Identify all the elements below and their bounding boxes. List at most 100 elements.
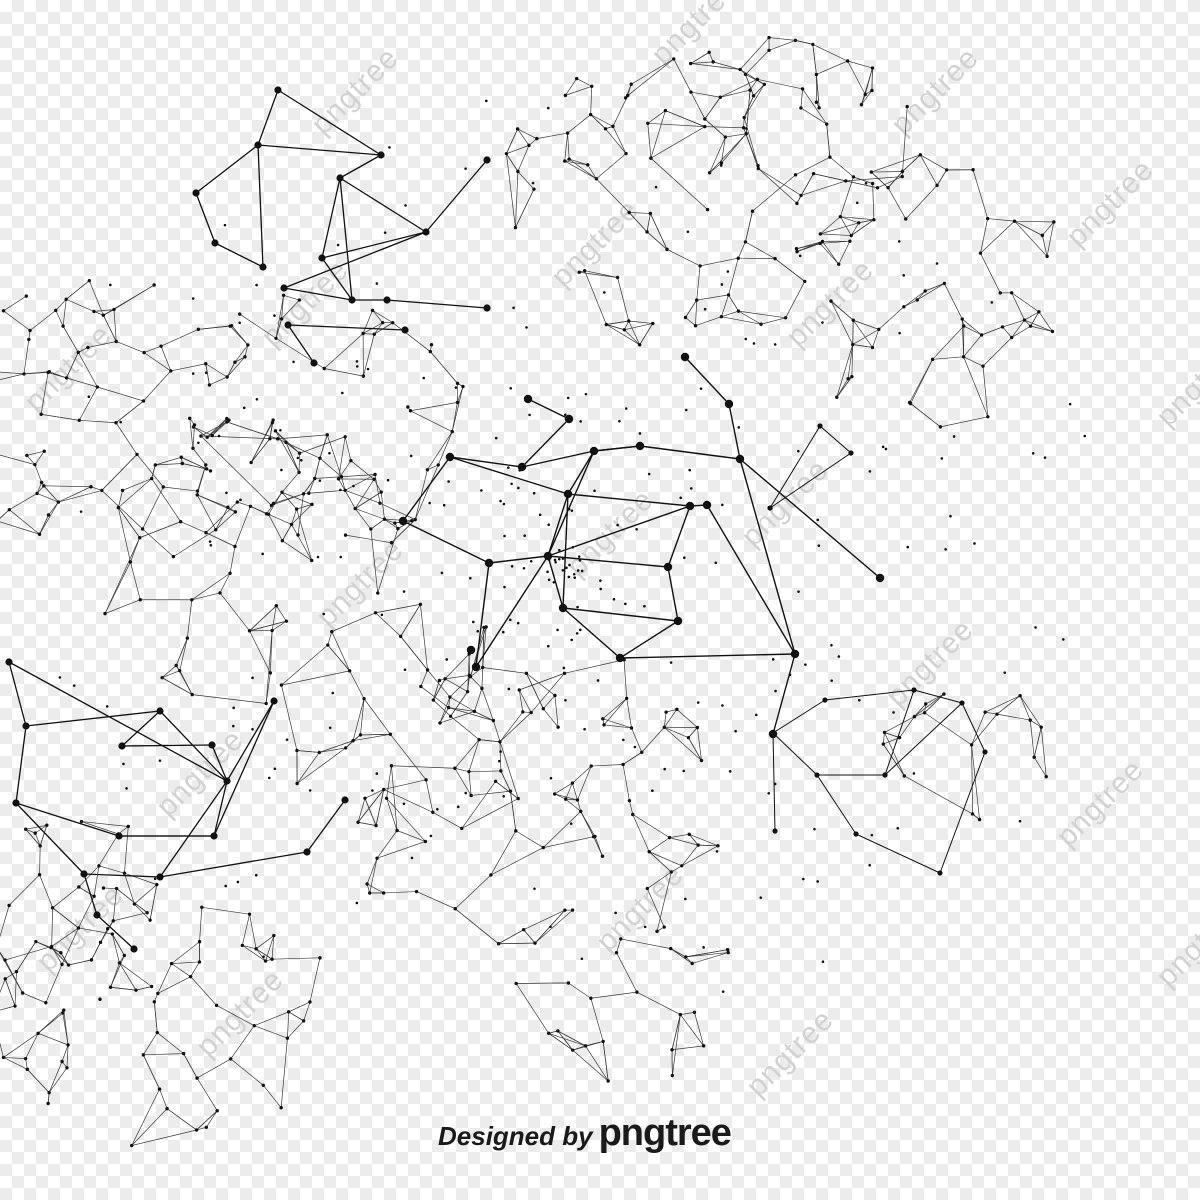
bold-node <box>348 296 356 304</box>
mesh-edge <box>543 708 559 728</box>
mesh-edge <box>721 294 729 317</box>
mesh-edge <box>37 1032 69 1046</box>
dust-particle <box>292 360 295 364</box>
mesh-node <box>938 425 943 429</box>
mesh-node <box>750 209 755 213</box>
mesh-node <box>703 117 707 121</box>
mesh-edge <box>647 871 672 889</box>
mesh-edge <box>230 1025 255 1060</box>
mesh-node <box>429 342 434 347</box>
mesh-edge <box>25 828 36 834</box>
dust-particle <box>726 270 730 273</box>
mesh-edge <box>454 767 470 773</box>
mesh-edge <box>836 344 854 398</box>
mesh-edge <box>816 74 820 108</box>
mesh-node <box>513 225 518 230</box>
mesh-node <box>759 322 763 326</box>
dust-particle <box>339 555 343 559</box>
dust-particle <box>533 887 536 891</box>
mesh-edge <box>25 1033 39 1059</box>
bold-node <box>259 263 267 271</box>
mesh-edge <box>384 518 412 522</box>
mesh-edge <box>183 1053 198 1079</box>
mesh-edge <box>384 518 399 529</box>
dust-particle <box>567 575 571 579</box>
bold-edge <box>547 450 595 557</box>
mesh-edge <box>887 187 907 220</box>
mesh-node <box>838 214 843 219</box>
mesh-node <box>343 533 348 537</box>
bold-edge <box>283 287 353 301</box>
bold-node <box>982 749 988 755</box>
mesh-edge <box>454 739 480 769</box>
dust-particle <box>912 772 916 775</box>
mesh-node <box>514 829 518 833</box>
mesh-edge <box>695 316 722 327</box>
mesh-edge <box>572 1041 604 1051</box>
dust-particle <box>565 566 568 570</box>
mesh-node <box>160 675 164 680</box>
mesh-edge <box>171 961 200 964</box>
mesh-edge <box>802 88 827 125</box>
mesh-edge <box>743 95 754 118</box>
mesh-edge <box>0 373 25 380</box>
dust-particle <box>596 679 600 682</box>
mesh-edge <box>624 329 640 346</box>
mesh-edge <box>101 454 138 491</box>
mesh-edge <box>134 884 158 905</box>
bold-edge <box>121 710 161 747</box>
mesh-edge <box>275 295 284 339</box>
mesh-node <box>235 500 240 504</box>
dust-particle <box>262 955 265 959</box>
mesh-edge <box>181 456 207 470</box>
mesh-edge <box>206 1110 218 1128</box>
mesh-node <box>108 985 113 989</box>
mesh-edge <box>341 476 346 491</box>
bold-edge <box>884 702 963 776</box>
mesh-edge <box>482 626 487 668</box>
dust-particle <box>549 776 553 780</box>
mesh-node <box>455 381 460 386</box>
mesh-edge <box>349 670 365 699</box>
mesh-node <box>915 298 919 302</box>
mesh-node <box>1 309 6 313</box>
dust-particle <box>1083 434 1087 438</box>
bold-node <box>270 697 278 705</box>
mesh-node <box>56 500 61 504</box>
mesh-edge <box>671 1014 681 1050</box>
bold-edge <box>8 661 27 727</box>
mesh-node <box>1009 335 1014 340</box>
mesh-node <box>289 522 294 527</box>
mesh-node <box>297 298 302 302</box>
dust-particle <box>897 240 901 243</box>
mesh-edge <box>48 1061 63 1093</box>
dust-particle <box>622 738 625 742</box>
mesh-node <box>870 88 874 93</box>
mesh-node <box>615 275 620 280</box>
mesh-node <box>663 108 668 113</box>
mesh-node <box>481 665 485 670</box>
mesh-node <box>66 963 71 967</box>
mesh-node <box>508 789 513 793</box>
mesh-node <box>389 541 394 545</box>
mesh-edge <box>103 309 115 316</box>
mesh-node <box>424 778 428 782</box>
mesh-node <box>225 420 229 424</box>
mesh-edge <box>713 61 741 70</box>
mesh-node <box>363 796 367 801</box>
dust-particle <box>251 676 254 680</box>
mesh-edge <box>690 63 741 70</box>
mesh-node <box>575 798 580 802</box>
mesh-edge <box>534 909 573 944</box>
mesh-edge <box>373 479 382 493</box>
mesh-node <box>604 322 609 327</box>
mesh-edge <box>161 677 193 695</box>
mesh-node <box>190 598 194 602</box>
dust-particle <box>633 745 637 749</box>
mesh-node <box>882 730 887 735</box>
mesh-node <box>233 360 237 364</box>
mesh-edge <box>641 727 665 753</box>
mesh-edge <box>606 320 629 325</box>
mesh-edge <box>280 1038 288 1108</box>
mesh-edge <box>590 114 606 130</box>
